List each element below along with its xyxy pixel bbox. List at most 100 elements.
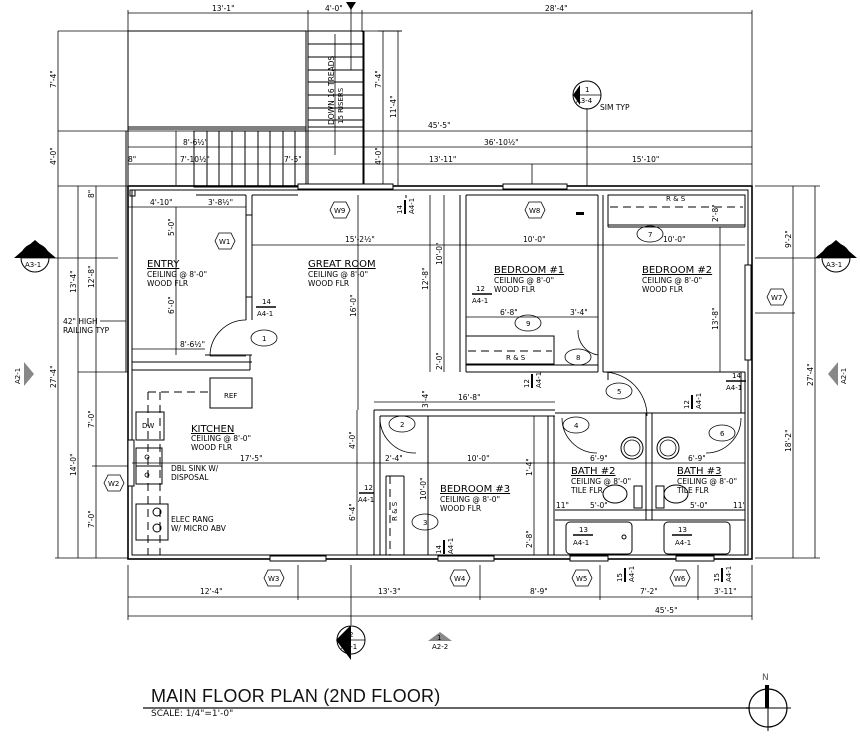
svg-text:A4-1: A4-1 [726, 384, 742, 392]
svg-text:W9: W9 [334, 207, 345, 215]
svg-text:W5: W5 [576, 575, 587, 583]
svg-text:WOOD FLR: WOOD FLR [642, 285, 683, 294]
svg-text:4'-10": 4'-10" [150, 198, 173, 207]
svg-text:15: 15 [713, 573, 721, 582]
svg-text:1'-4": 1'-4" [525, 458, 534, 476]
window-tag-w5: W5 [571, 569, 593, 587]
dim-text: 7'-5" [284, 155, 302, 164]
svg-text:A4-1: A4-1 [573, 539, 589, 547]
dim-text: 28'-4" [545, 4, 568, 13]
dim-text: 4'-0" [374, 147, 383, 165]
svg-text:A2-1: A2-1 [840, 368, 848, 384]
svg-text:10'-0": 10'-0" [467, 454, 490, 463]
svg-text:2: 2 [349, 631, 353, 639]
top-dimensions: 13'-1" 4'-0" 28'-4" 45'-5" 36'-10½" 13'-… [58, 2, 753, 185]
svg-text:A3-4: A3-4 [576, 97, 593, 105]
left-dimensions: 7'-4" 4'-0" 13'-4" 12'-8" 27'-4" 14'-0" … [49, 31, 128, 559]
svg-text:10'-0": 10'-0" [663, 235, 686, 244]
closet-bedroom-1: R & S [465, 335, 555, 365]
window-tags: W1 W2 W3 W4 W5 W6 W7 W8 W9 [103, 201, 788, 587]
svg-text:1: 1 [437, 634, 441, 642]
dim-text: 7'-4" [49, 70, 58, 88]
svg-text:12: 12 [683, 400, 691, 409]
window-tag-w8: W8 [524, 201, 546, 219]
svg-text:2'-4": 2'-4" [385, 454, 403, 463]
svg-text:BEDROOM #1: BEDROOM #1 [494, 265, 564, 276]
dim-text: 8'-6½" [183, 138, 208, 147]
svg-text:11": 11" [733, 501, 746, 510]
svg-text:6'-4": 6'-4" [348, 503, 357, 521]
north-arrow-icon [746, 685, 791, 731]
closet-bedroom-3: R & S [391, 501, 399, 521]
door-tag-3: 3 [411, 513, 439, 531]
dim-text: 13'-3" [378, 587, 401, 596]
svg-text:A4-1: A4-1 [472, 297, 488, 305]
section-marker-2-a3-1-bottom: 2 A3-1 [336, 625, 366, 660]
svg-text:TILE FLR: TILE FLR [676, 486, 709, 495]
svg-text:14: 14 [435, 545, 443, 554]
elevation-marker-a2-1-left: A2-1 [14, 362, 34, 386]
svg-text:8: 8 [576, 354, 580, 362]
dim-text: 9'-2" [784, 230, 793, 248]
svg-text:12: 12 [364, 484, 373, 492]
kitchen-fixtures: REF DW [135, 377, 253, 555]
door-tag-2: 2 [388, 415, 416, 433]
svg-text:RAILING TYP: RAILING TYP [63, 326, 110, 335]
svg-text:3'-8½": 3'-8½" [208, 198, 233, 207]
svg-text:DBL SINK W/: DBL SINK W/ [171, 464, 219, 473]
svg-text:GREAT ROOM: GREAT ROOM [308, 259, 376, 270]
svg-text:W7: W7 [771, 294, 782, 302]
svg-text:1: 1 [585, 86, 589, 94]
door-tag-1: 1 [250, 329, 278, 347]
svg-text:W3: W3 [268, 575, 279, 583]
dim-text: 45'-5" [428, 121, 451, 130]
section-marker-1-a3-1-left: 1 A3-1 [14, 240, 118, 273]
svg-text:A4-1: A4-1 [358, 496, 374, 504]
svg-text:14: 14 [732, 372, 741, 380]
window-tag-w3: W3 [263, 569, 285, 587]
notes: 42" HIGH RAILING TYP DBL SINK W/ DISPOSA… [63, 103, 630, 533]
svg-text:W/ MICRO ABV: W/ MICRO ABV [171, 524, 227, 533]
dim-text: 7'-10½" [180, 155, 210, 164]
svg-text:A4-1: A4-1 [675, 539, 691, 547]
door-tag-9: 9 [514, 314, 542, 332]
dim-text: 45'-5" [655, 606, 678, 615]
ref-label: REF [224, 392, 237, 400]
svg-text:6: 6 [720, 430, 725, 438]
dim-text: 18'-2" [784, 429, 793, 452]
svg-text:A4-1: A4-1 [257, 310, 273, 318]
svg-text:CEILING @ 8'-0": CEILING @ 8'-0" [677, 477, 737, 486]
bath-fixtures [565, 436, 731, 555]
svg-text:CEILING @ 8'-0": CEILING @ 8'-0" [308, 270, 368, 279]
svg-text:CEILING @ 8'-0": CEILING @ 8'-0" [147, 270, 207, 279]
window-tag-w1: W1 [214, 232, 236, 250]
svg-text:A4-1: A4-1 [628, 566, 636, 582]
svg-text:1: 1 [33, 249, 37, 257]
svg-text:6'-9": 6'-9" [590, 454, 608, 463]
window-tag-w4: W4 [449, 569, 471, 587]
svg-text:5: 5 [617, 388, 621, 396]
dim-text: 7'-4" [374, 70, 383, 88]
svg-text:CEILING @ 8'-0": CEILING @ 8'-0" [494, 276, 554, 285]
svg-text:WOOD FLR: WOOD FLR [494, 285, 535, 294]
svg-text:6'-9": 6'-9" [688, 454, 706, 463]
svg-text:BATH #3: BATH #3 [677, 466, 721, 477]
svg-text:CEILING @ 8'-0": CEILING @ 8'-0" [642, 276, 702, 285]
dim-text: 13'-11" [429, 155, 456, 164]
dim-text: 27'-4" [49, 365, 58, 388]
elevation-marker-a2-2: 1 A2-2 [428, 632, 452, 651]
